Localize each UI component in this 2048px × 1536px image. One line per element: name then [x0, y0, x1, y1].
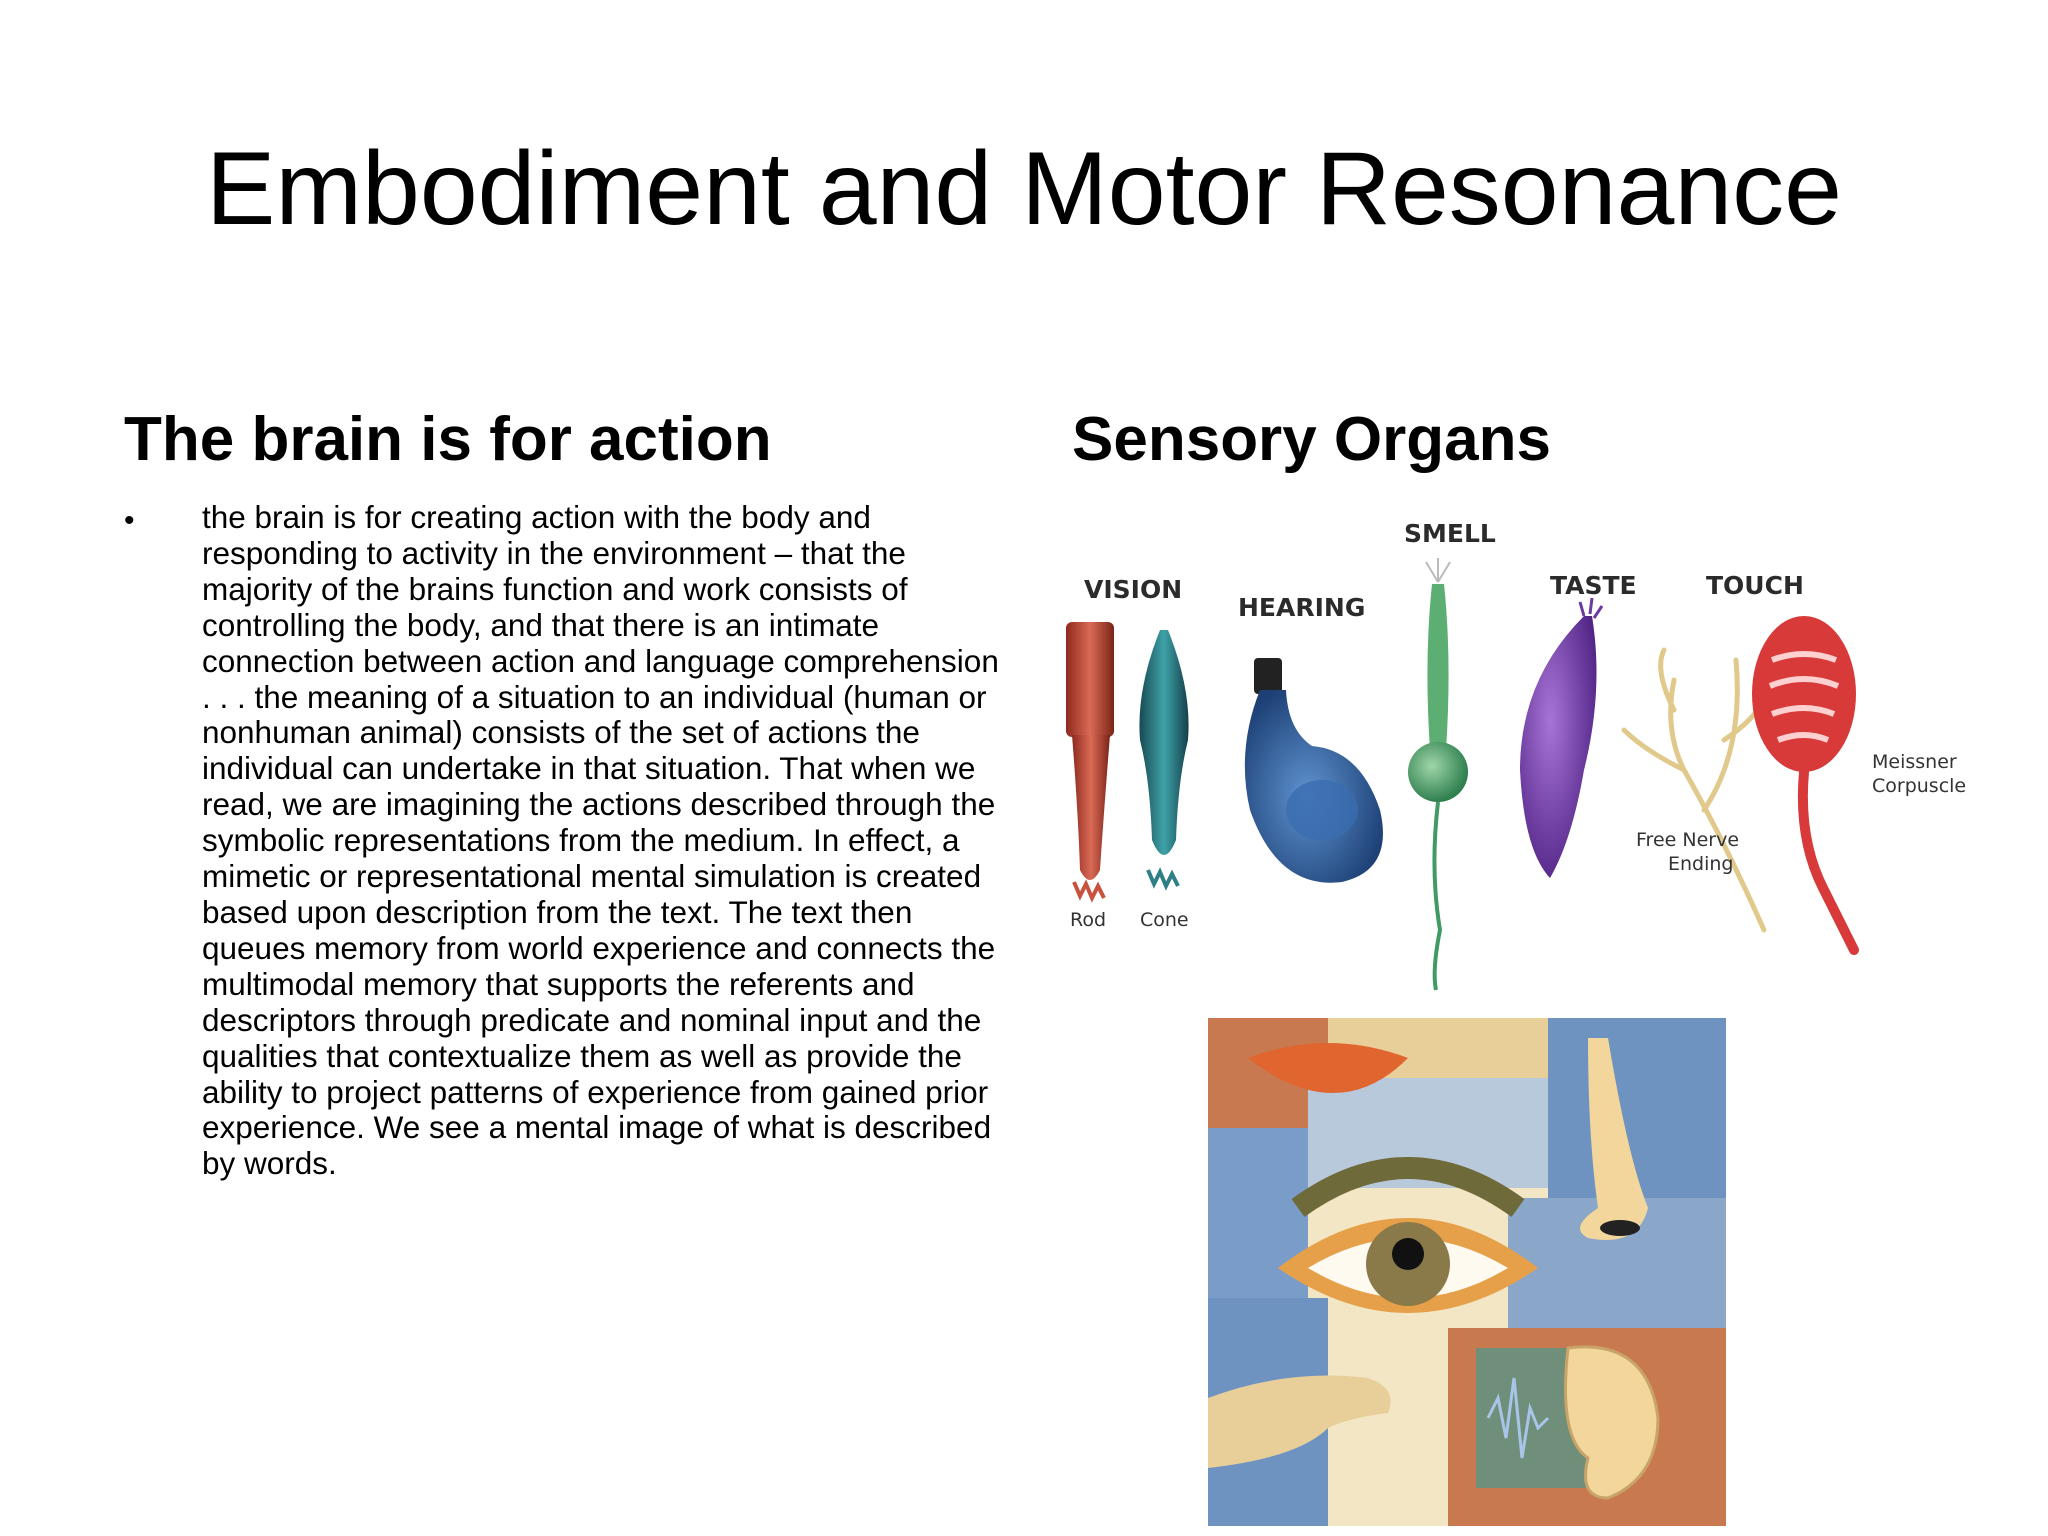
smell-organ-shape — [1408, 558, 1468, 991]
right-column-heading: Sensory Organs — [1072, 405, 1551, 474]
sound-wave-shape — [1486, 1377, 1550, 1459]
bullet-marker: • — [124, 504, 135, 537]
five-senses-illustration — [1208, 1018, 1726, 1526]
hand-shape — [1208, 1375, 1391, 1468]
label-cone: Cone — [1140, 909, 1189, 931]
label-free-nerve-1: Free Nerve — [1636, 829, 1739, 851]
rod-cell-shape — [1066, 622, 1114, 903]
lips-shape — [1248, 1043, 1408, 1093]
meissner-corpuscle-shape — [1752, 616, 1859, 955]
label-touch: TOUCH — [1706, 571, 1804, 600]
cone-cell-shape — [1139, 630, 1189, 891]
label-smell: SMELL — [1404, 519, 1496, 548]
label-hearing: HEARING — [1238, 593, 1365, 622]
label-meissner-2: Corpuscle — [1872, 775, 1966, 797]
sensory-organs-illustration: VISION HEARING SMELL TASTE TOUCH Rod Con… — [1064, 510, 1984, 1000]
nose-shape — [1580, 1038, 1648, 1240]
eye-shape — [1278, 1157, 1538, 1313]
left-column-heading: The brain is for action — [124, 405, 772, 474]
body-paragraph: the brain is for creating action with th… — [202, 499, 999, 1182]
label-free-nerve-2: Ending — [1668, 853, 1734, 875]
hearing-organ-shape — [1244, 658, 1383, 883]
taste-organ-shape — [1520, 597, 1604, 878]
ear-shape — [1564, 1345, 1660, 1500]
slide-title: Embodiment and Motor Resonance — [205, 131, 1843, 247]
free-nerve-ending-shape — [1621, 647, 1767, 933]
label-taste: TASTE — [1550, 571, 1637, 600]
label-vision: VISION — [1084, 575, 1182, 604]
label-rod: Rod — [1070, 909, 1106, 931]
label-meissner-1: Meissner — [1872, 751, 1957, 773]
